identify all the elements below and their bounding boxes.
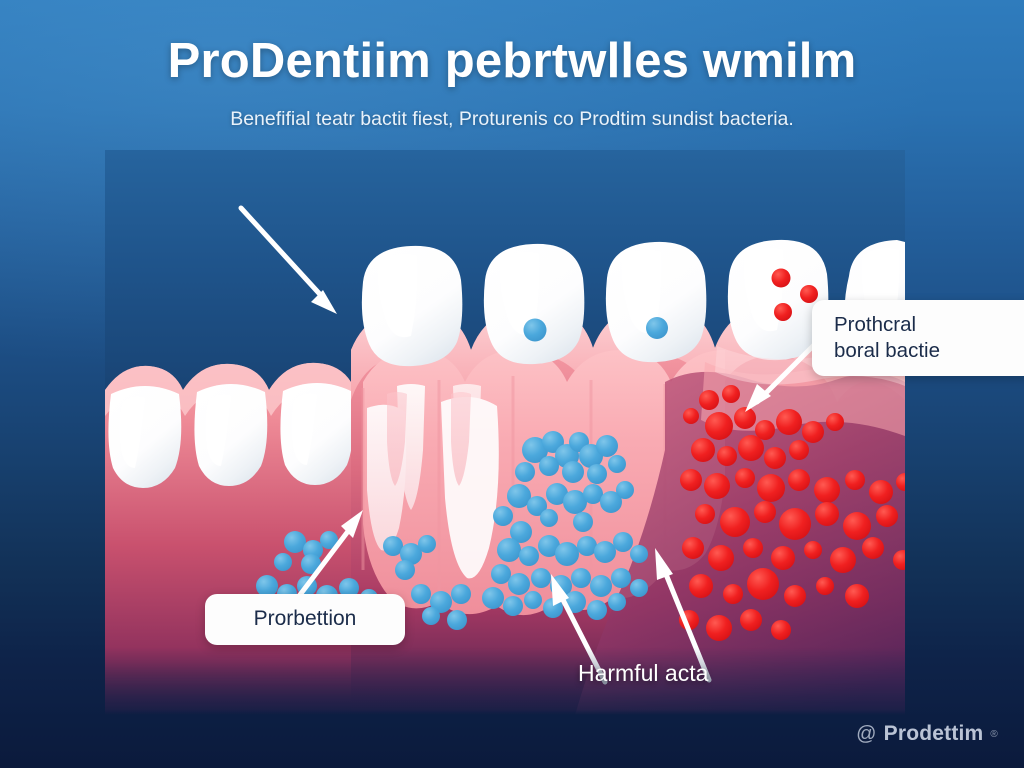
harmful-bacteria-cluster: [679, 385, 905, 641]
arrow-to-harmful-bacteria-left: [551, 574, 608, 685]
lower-tooth: [194, 384, 268, 486]
at-icon: @: [856, 722, 877, 745]
blue-bacteria-spot: [523, 318, 547, 342]
arrow-to-healthy-tooth: [238, 205, 337, 314]
upper-tooth: [483, 243, 585, 365]
page-subtitle: Benefifial teatr bactit fiest, Protureni…: [230, 107, 794, 130]
upper-tooth: [605, 241, 707, 363]
callout-label: Prorbettion: [253, 607, 357, 630]
brand-name: Prodettim: [883, 722, 984, 745]
brand-watermark: @ Prodettim ®: [856, 722, 998, 746]
callout-prothcral-boral-bactie[interactable]: Prothcral boral bactie: [812, 300, 1024, 377]
red-bacteria-spot: [771, 268, 791, 288]
inflamed-gum-region: [575, 371, 905, 715]
annotation-arrow-group: [238, 205, 826, 685]
callout-prorbettion[interactable]: Prorbettion: [205, 594, 405, 645]
blue-bacteria-spot: [646, 317, 668, 339]
upper-tooth: [727, 239, 829, 361]
red-bacteria-spot: [774, 303, 792, 321]
tooth-root-group: [361, 376, 667, 606]
registered-trademark-icon: ®: [990, 728, 998, 740]
callout-line-2: boral bactie: [834, 339, 940, 363]
callout-line-1: Prothcral: [834, 313, 917, 336]
lower-tooth: [108, 386, 182, 488]
label-harmful-acta: Harmful acta: [578, 660, 709, 686]
header: ProDentiim pebrtwlles wmilm Benefifial t…: [0, 0, 1024, 175]
arrow-to-harmful-bacteria-right: [655, 548, 712, 683]
red-bacteria-spot: [800, 285, 818, 303]
lower-tooth: [280, 383, 354, 485]
upper-tooth: [361, 245, 463, 367]
page-title: ProDentiim pebrtwlles wmilm: [167, 34, 857, 88]
illustration-panel: [105, 150, 905, 715]
